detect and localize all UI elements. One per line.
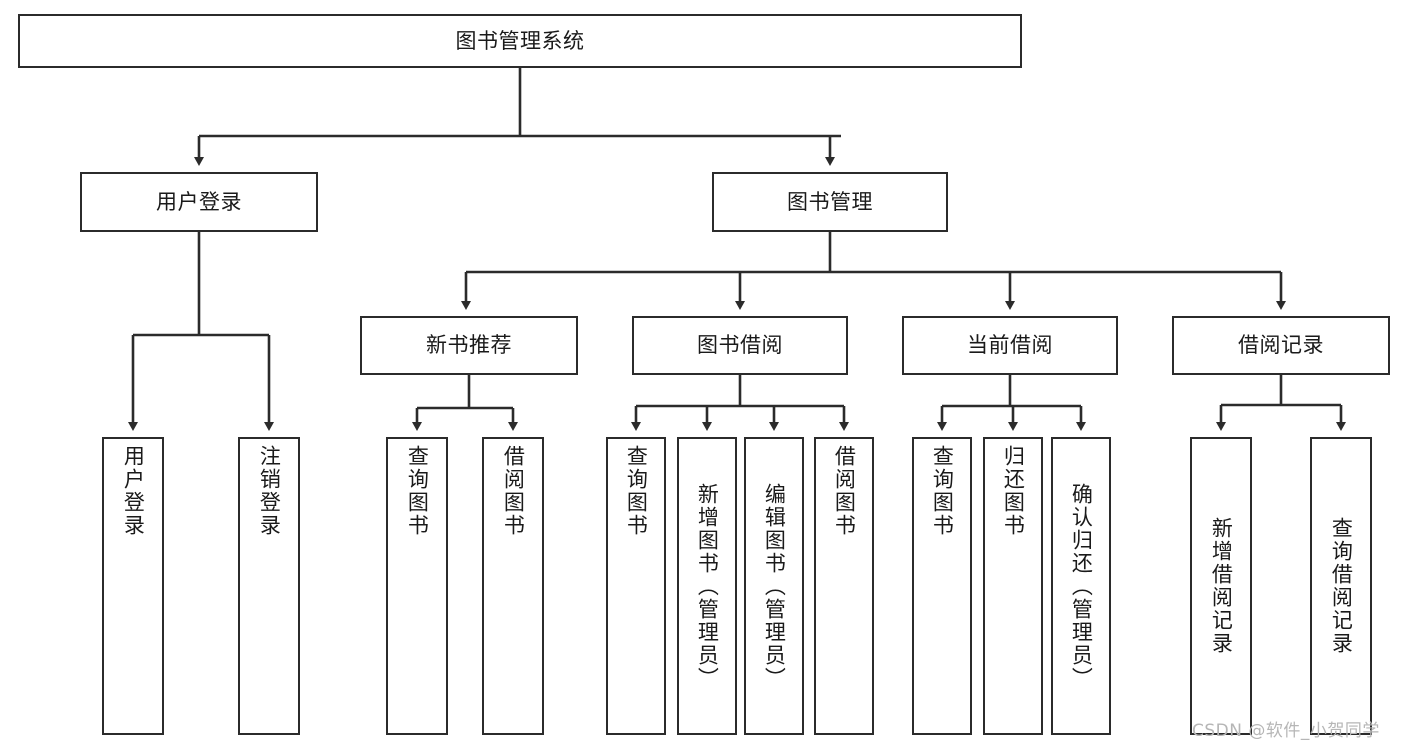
- node-leaf-add-book-admin[interactable]: 新增图书（管理员）: [677, 437, 737, 735]
- node-new-book-recommend[interactable]: 新书推荐: [360, 316, 578, 375]
- node-root[interactable]: 图书管理系统: [18, 14, 1022, 68]
- node-leaf-borrow-book-label: 借阅图书: [832, 445, 857, 537]
- node-current-borrow-label: 当前借阅: [967, 333, 1053, 358]
- node-leaf-add-borrow-record-label: 新增借阅记录: [1209, 517, 1234, 655]
- node-leaf-edit-book-admin[interactable]: 编辑图书（管理员）: [744, 437, 804, 735]
- node-current-borrow[interactable]: 当前借阅: [902, 316, 1118, 375]
- node-leaf-query-book-rec-label: 查询图书: [405, 445, 430, 537]
- node-leaf-user-login[interactable]: 用户登录: [102, 437, 164, 735]
- node-leaf-query-book-current[interactable]: 查询图书: [912, 437, 972, 735]
- node-leaf-borrow-book[interactable]: 借阅图书: [814, 437, 874, 735]
- csdn-watermark: CSDN @软件_小贺同学: [1192, 721, 1380, 741]
- node-leaf-confirm-return-admin[interactable]: 确认归还（管理员）: [1051, 437, 1111, 735]
- node-book-manage[interactable]: 图书管理: [712, 172, 948, 232]
- node-leaf-add-book-admin-label: 新增图书（管理员）: [695, 482, 720, 690]
- node-leaf-query-borrow-record-label: 查询借阅记录: [1329, 517, 1354, 655]
- node-leaf-confirm-return-admin-label: 确认归还（管理员）: [1069, 482, 1094, 690]
- node-leaf-query-book-borrow[interactable]: 查询图书: [606, 437, 666, 735]
- node-leaf-user-login-label: 用户登录: [121, 445, 146, 537]
- node-borrow-record-label: 借阅记录: [1238, 333, 1324, 358]
- node-new-book-recommend-label: 新书推荐: [426, 333, 512, 358]
- node-leaf-borrow-book-rec[interactable]: 借阅图书: [482, 437, 544, 735]
- node-leaf-query-borrow-record[interactable]: 查询借阅记录: [1310, 437, 1372, 735]
- node-borrow-record[interactable]: 借阅记录: [1172, 316, 1390, 375]
- node-leaf-query-book-borrow-label: 查询图书: [624, 445, 649, 537]
- node-leaf-return-book-label: 归还图书: [1001, 445, 1026, 537]
- node-book-borrow[interactable]: 图书借阅: [632, 316, 848, 375]
- node-leaf-edit-book-admin-label: 编辑图书（管理员）: [762, 482, 787, 690]
- node-leaf-query-book-current-label: 查询图书: [930, 445, 955, 537]
- node-root-label: 图书管理系统: [455, 28, 585, 53]
- node-book-manage-label: 图书管理: [787, 189, 873, 214]
- node-user-login-label: 用户登录: [156, 189, 242, 214]
- node-book-borrow-label: 图书借阅: [697, 333, 783, 358]
- node-user-login[interactable]: 用户登录: [80, 172, 318, 232]
- node-leaf-logout-login[interactable]: 注销登录: [238, 437, 300, 735]
- node-leaf-add-borrow-record[interactable]: 新增借阅记录: [1190, 437, 1252, 735]
- node-leaf-borrow-book-rec-label: 借阅图书: [501, 445, 526, 537]
- node-leaf-query-book-rec[interactable]: 查询图书: [386, 437, 448, 735]
- node-leaf-return-book[interactable]: 归还图书: [983, 437, 1043, 735]
- node-leaf-logout-login-label: 注销登录: [257, 445, 282, 537]
